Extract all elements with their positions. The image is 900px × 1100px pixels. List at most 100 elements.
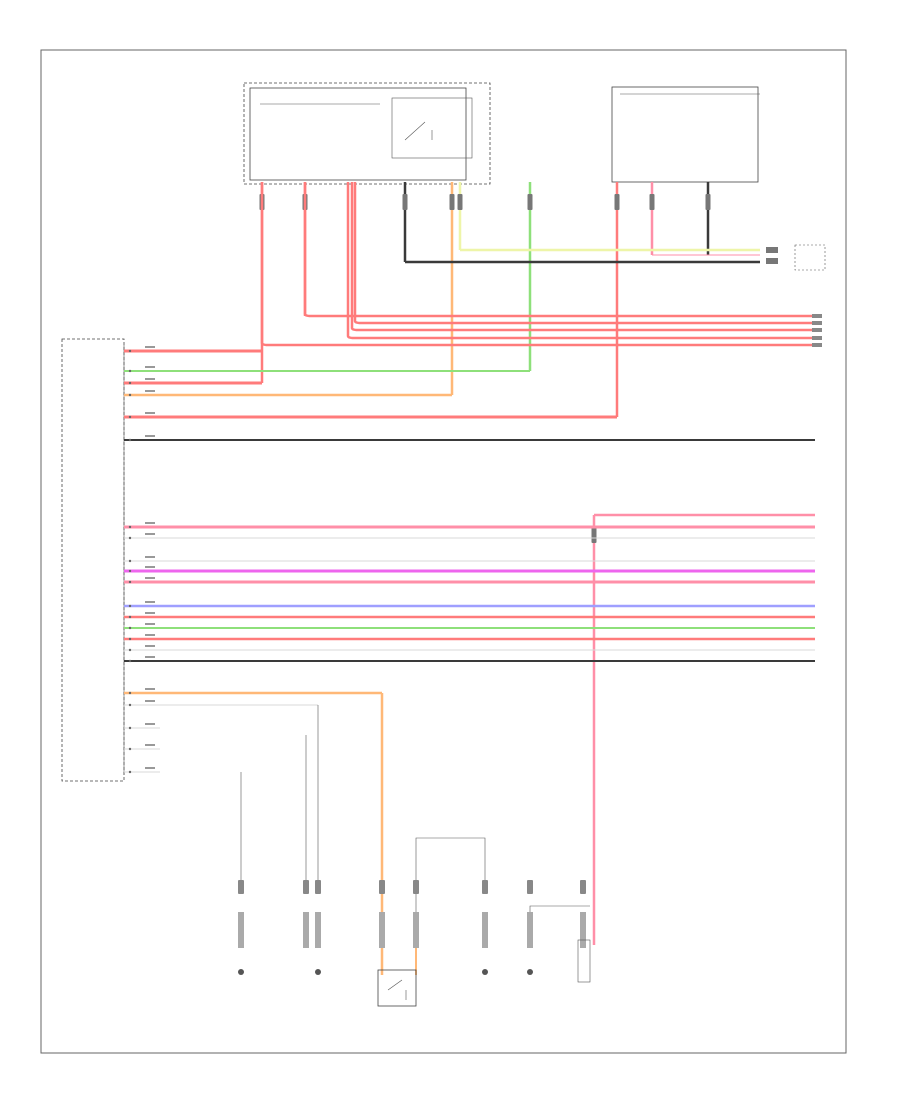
drop-connector-4 — [457, 194, 463, 210]
label-marks — [145, 346, 155, 769]
pin-19 — [128, 726, 132, 730]
pin-15 — [128, 648, 132, 652]
junction-block-inner — [249, 87, 467, 181]
pin-mark-13 — [145, 623, 155, 625]
red-bus-0 — [303, 182, 815, 318]
drop-connector-6 — [614, 194, 620, 210]
switch-connector-a — [766, 247, 778, 253]
drop-connector-8 — [705, 194, 711, 210]
red-bus-term-0 — [812, 314, 822, 318]
lower-connector-top-7 — [580, 880, 586, 894]
lower-connector-top-3 — [379, 880, 385, 894]
pin-mark-5 — [145, 435, 155, 437]
pin-11 — [128, 604, 132, 608]
pin-20 — [128, 747, 132, 751]
module-pins — [128, 349, 132, 774]
red-bus-term-1 — [812, 321, 822, 325]
pin-mark-0 — [145, 346, 155, 348]
pin-16 — [128, 659, 132, 663]
lower-components — [240, 705, 590, 1007]
red-bus-1 — [353, 182, 815, 325]
lower-connector-body-4 — [413, 912, 419, 948]
lower-connector-top-2 — [315, 880, 321, 894]
lower-connector-top-1 — [303, 880, 309, 894]
pin-14 — [128, 637, 132, 641]
pin-mark-14 — [145, 634, 155, 636]
pin-21 — [128, 770, 132, 774]
drop-connector-3 — [449, 194, 455, 210]
pin-mark-9 — [145, 566, 155, 568]
red-bus-term-4 — [812, 343, 822, 347]
relay-component-switch — [387, 979, 407, 1000]
lower-connector-body-5 — [482, 912, 488, 948]
lower-connectors — [238, 880, 591, 983]
diagram-border — [40, 49, 847, 1054]
pin-10 — [128, 580, 132, 584]
pin-13 — [128, 626, 132, 630]
pin-mark-2 — [145, 378, 155, 380]
red-bus-term-3 — [812, 336, 822, 340]
pin-4 — [128, 415, 132, 419]
red-bus-3 — [346, 182, 815, 340]
pin-mark-20 — [145, 744, 155, 746]
red-bus-2 — [350, 182, 815, 332]
switch-connector-b — [766, 258, 778, 264]
pin-5 — [128, 438, 132, 442]
lower-connector-body-1 — [303, 912, 309, 948]
pin-mark-21 — [145, 767, 155, 769]
pin-mark-12 — [145, 612, 155, 614]
pin-9 — [128, 569, 132, 573]
junction-block-outline — [243, 82, 491, 185]
top-connector-drops — [259, 182, 826, 945]
relay-switch-symbol — [404, 121, 433, 141]
fuse-box-outline — [611, 86, 759, 183]
lower-connector-top-5 — [482, 880, 488, 894]
ground-0 — [238, 969, 244, 975]
lower-connector-top-0 — [238, 880, 244, 894]
pin-mark-6 — [145, 522, 155, 524]
pin-mark-17 — [145, 688, 155, 690]
pin-mark-18 — [145, 700, 155, 702]
lower-connector-body-2 — [315, 912, 321, 948]
lower-connector-body-7 — [580, 912, 586, 948]
red-bus-4 — [260, 182, 815, 347]
ground-1 — [315, 969, 321, 975]
drop-connector-9 — [591, 527, 597, 543]
pin-mark-1 — [145, 366, 155, 368]
red-bus-term-2 — [812, 328, 822, 332]
relay-box — [391, 97, 473, 159]
pin-mark-15 — [145, 645, 155, 647]
drop-connector-7 — [649, 194, 655, 210]
pin-6 — [128, 525, 132, 529]
relay-feed-wire — [415, 837, 486, 930]
harness-wires — [124, 182, 815, 975]
pin-0 — [128, 349, 132, 353]
lower-connector-body-6 — [527, 912, 533, 948]
pin-mark-8 — [145, 556, 155, 558]
pin-17 — [128, 691, 132, 695]
relay-component — [377, 969, 417, 1007]
ground-2 — [482, 969, 488, 975]
pin-8 — [128, 559, 132, 563]
pin-18 — [128, 703, 132, 707]
lower-connector-top-4 — [413, 880, 419, 894]
pin-mark-11 — [145, 601, 155, 603]
drop-connector-5 — [527, 194, 533, 210]
pin-12 — [128, 615, 132, 619]
pin-mark-7 — [145, 533, 155, 535]
sensor-body — [577, 939, 591, 983]
lower-connector-top-6 — [527, 880, 533, 894]
lower-connector-body-3 — [379, 912, 385, 948]
lower-connector-body-0 — [238, 912, 244, 948]
pin-mark-10 — [145, 577, 155, 579]
right-terminals — [812, 314, 822, 347]
pin-mark-16 — [145, 656, 155, 658]
pin-7 — [128, 536, 132, 540]
switch-box — [794, 244, 826, 271]
pin-2 — [128, 381, 132, 385]
ground-3 — [527, 969, 533, 975]
pin-mark-19 — [145, 723, 155, 725]
pin-mark-3 — [145, 390, 155, 392]
control-module-outline — [61, 338, 125, 782]
